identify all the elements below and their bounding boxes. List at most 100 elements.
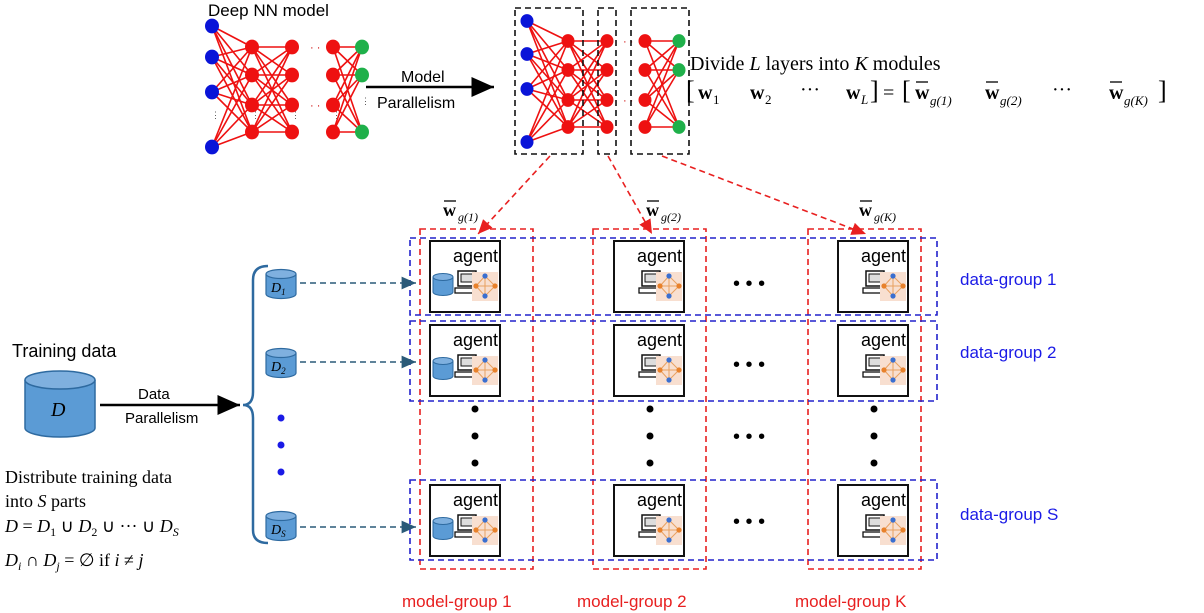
svg-text:···: ···: [800, 79, 820, 101]
nn-edge: [567, 69, 608, 128]
nn-edge: [644, 40, 680, 71]
nn-neuron: [672, 34, 686, 48]
svg-text:2: 2: [765, 92, 772, 107]
partition-ellipses: [277, 414, 285, 476]
nn-edge: [251, 46, 293, 106]
grid-ellipses: [471, 405, 878, 467]
partition-label: D1: [270, 281, 286, 297]
nn-edge: [211, 25, 253, 76]
agent-label: agent: [453, 246, 498, 266]
nn-edge: [211, 25, 253, 133]
nn-edge: [332, 46, 363, 106]
nn-neuron: [638, 93, 652, 107]
agent-label: agent: [453, 330, 498, 350]
model-parallelism-label-1: Model: [401, 69, 445, 86]
data-group-label-s: data-group S: [960, 505, 1058, 524]
nn-neuron: [285, 124, 299, 140]
nn-neuron: [638, 63, 652, 77]
agent-box: agent: [429, 484, 501, 557]
nn-neuron: [672, 63, 686, 77]
nn-edge: [526, 53, 569, 101]
database-icon: [432, 357, 454, 380]
nn-neuron: [600, 120, 614, 134]
data-parallelism-label-2: Parallelism: [125, 410, 198, 427]
svg-text:Distribute training data: Distribute training data: [5, 467, 172, 487]
svg-text:g(K): g(K): [874, 210, 896, 224]
nn-neuron: [355, 67, 369, 83]
svg-text:w: w: [750, 82, 765, 104]
network-graph-icon: [656, 516, 682, 545]
nn-neuron: [638, 120, 652, 134]
model-group-box-k: [807, 228, 922, 570]
nn-edge: [567, 40, 608, 71]
horizontal-dots-3: • • •: [733, 426, 765, 448]
svg-text:[: [: [686, 76, 695, 105]
data-group-box-1: [409, 237, 938, 316]
agent-label: agent: [637, 330, 682, 350]
nn-edge: [526, 20, 569, 42]
nn-edge: [211, 74, 253, 93]
nn-neuron: [205, 139, 219, 155]
nn-vdots: ⋮: [361, 96, 370, 106]
computer-icon: [454, 354, 478, 378]
model-group-label-2: model-group 2: [577, 592, 687, 611]
nn-edge: [251, 46, 293, 76]
nn-vdots: ⋮: [211, 110, 220, 120]
network-graph-icon: [880, 516, 906, 545]
network-graph-icon: [472, 272, 498, 301]
divide-text: Divide L layers into K modules: [690, 53, 941, 75]
module-arrow-1: [477, 155, 551, 235]
module-arrow-k: [661, 155, 867, 235]
nn-edge: [211, 25, 253, 48]
deep-nn-model: · ·· ·⋮⋮⋮⋮⋮: [205, 18, 370, 155]
agent-box: agent: [837, 484, 909, 557]
data-parallelism-label-1: Data: [138, 386, 170, 403]
nn-edge: [251, 104, 293, 133]
svg-text:w: w: [698, 82, 713, 104]
nn-edge: [211, 56, 253, 106]
nn-edge: [526, 20, 569, 71]
nn-neuron: [672, 120, 686, 134]
nn-edge: [526, 40, 569, 90]
partition-bracket: [242, 264, 269, 545]
partition-label: D2: [270, 360, 286, 376]
computer-icon: [862, 270, 886, 294]
nn-neuron: [245, 39, 259, 55]
svg-text:w: w: [915, 82, 930, 104]
agent-label: agent: [861, 330, 906, 350]
horizontal-dots-1: • • •: [733, 273, 765, 295]
model-group-box-1: [419, 228, 534, 570]
nn-neuron: [638, 34, 652, 48]
nn-vdots: ⋮: [291, 110, 300, 120]
computer-icon: [454, 270, 478, 294]
agent-box: agent: [613, 484, 685, 557]
data-group-label-1: data-group 1: [960, 270, 1056, 289]
nn-neuron: [600, 93, 614, 107]
database-icon: [432, 517, 454, 540]
data-group-box-s: [409, 479, 938, 561]
network-graph-icon: [472, 356, 498, 385]
svg-text:g(2): g(2): [661, 210, 681, 224]
partitioned-nn-model: · ·· ·: [520, 14, 686, 149]
nn-neuron: [285, 67, 299, 83]
nn-neuron: [205, 49, 219, 65]
nn-edge: [211, 56, 253, 76]
nn-edge: [567, 99, 608, 128]
module-box-1: [514, 7, 584, 155]
network-graph-icon: [880, 272, 906, 301]
nn-neuron: [355, 39, 369, 55]
module-arrow-2: [607, 155, 653, 235]
nn-dots: · ·: [310, 42, 320, 54]
svg-text:L: L: [860, 92, 868, 107]
distribute-text: Distribute training data into S parts D …: [4, 467, 179, 573]
training-data-title: Training data: [12, 341, 117, 361]
agent-box: agent: [613, 324, 685, 397]
training-data-database-icon: D: [24, 370, 96, 438]
svg-text:g(1): g(1): [458, 210, 478, 224]
module-box-k: [630, 7, 690, 155]
nn-vdots: ⋮: [251, 110, 260, 120]
nn-edge: [644, 69, 680, 128]
svg-text:w: w: [859, 200, 872, 220]
nn-dots: · ·: [623, 36, 633, 48]
